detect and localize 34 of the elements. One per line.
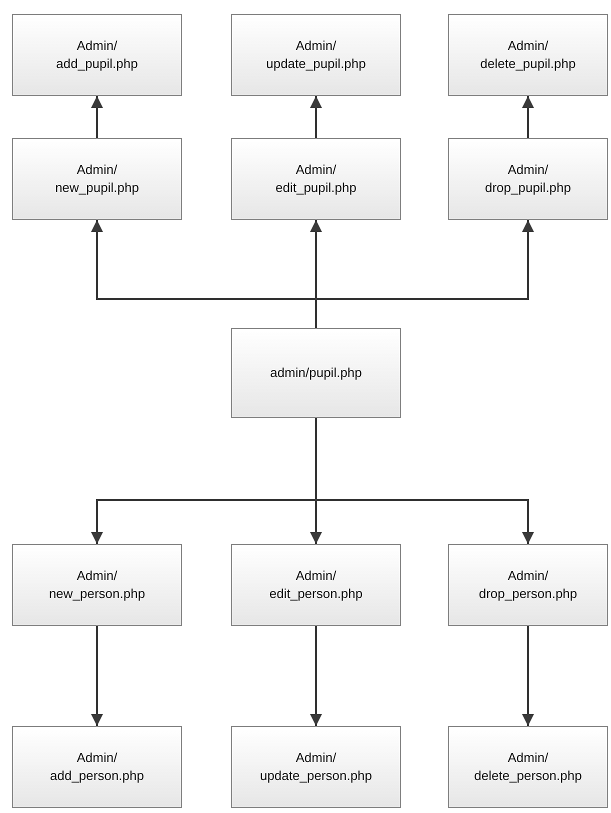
file-name: Admin/ update_person.php	[260, 749, 372, 785]
file-name: Admin/ edit_person.php	[269, 567, 363, 603]
process-box	[12, 138, 182, 220]
file-name: Admin/ delete_pupil.php	[480, 37, 576, 73]
process-box	[231, 138, 401, 220]
process-box	[12, 14, 182, 96]
file-name: Admin/ drop_person.php	[478, 567, 578, 603]
file-name: Admin/ delete_person.php	[474, 749, 582, 785]
arrow	[91, 626, 103, 726]
process-box	[231, 726, 401, 808]
process-box	[231, 14, 401, 96]
file-name: Admin/ add_pupil.php	[56, 37, 138, 73]
file-name: admin/pupil.php	[270, 364, 362, 382]
process-box	[231, 544, 401, 626]
arrow	[315, 220, 534, 328]
arrow	[310, 96, 322, 138]
file-name: Admin/ edit_pupil.php	[276, 161, 356, 197]
process-box	[448, 726, 608, 808]
file-name: Admin/ add_person.php	[50, 749, 144, 785]
arrow	[315, 418, 534, 544]
process-box	[12, 544, 182, 626]
arrow	[91, 96, 103, 138]
process-box	[448, 544, 608, 626]
file-name: Admin/ new_person.php	[48, 567, 146, 603]
process-box	[448, 138, 608, 220]
process-box	[448, 14, 608, 96]
process-box	[231, 328, 401, 418]
arrow	[522, 96, 534, 138]
file-name: Admin/ drop_pupil.php	[484, 161, 571, 197]
arrow	[522, 626, 534, 726]
arrow	[310, 626, 322, 726]
file-name: Admin/ new_pupil.php	[55, 161, 139, 197]
file-name: Admin/ update_pupil.php	[266, 37, 366, 73]
process-box	[12, 726, 182, 808]
